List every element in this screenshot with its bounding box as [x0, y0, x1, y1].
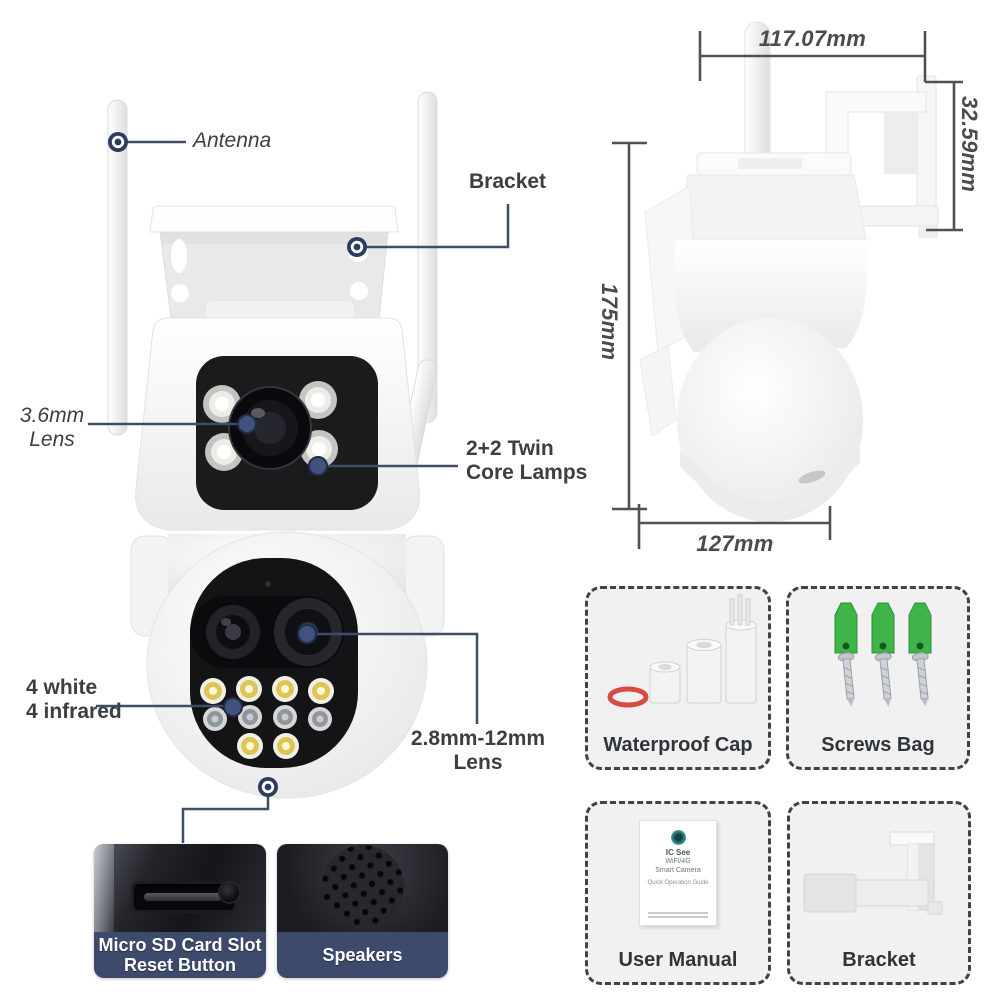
microphone-hole [265, 581, 271, 587]
white-led [236, 676, 262, 702]
white-infrared-label: 4 white 4 infrared [26, 676, 122, 723]
leds-callout-dot [223, 697, 243, 717]
sd-card-inset: Micro SD Card Slot Reset Button [94, 844, 266, 978]
accessory-user-manual: IC See WiFi/4G Smart Camera Quick Operat… [585, 801, 771, 985]
bracket-hole [171, 239, 187, 273]
white-lamp [299, 381, 337, 419]
front-camera-illustration [107, 91, 445, 799]
bracket-hole [350, 282, 368, 300]
screws-bag-label: Screws Bag [821, 734, 935, 756]
lens2812-callout-dot [297, 624, 317, 644]
mount-bracket [149, 205, 399, 335]
upper-camera-body [135, 317, 420, 531]
manual-fine-print [648, 912, 708, 918]
speakers-banner: Speakers [277, 932, 448, 978]
accessory-screws-bag: Screws Bag [786, 586, 970, 770]
callout-lines [88, 140, 510, 843]
user-manual-label: User Manual [618, 949, 738, 971]
bracket-hole [171, 284, 189, 302]
speaker-grille [321, 845, 404, 927]
waterproof-cap-illustration [607, 594, 757, 708]
white-led [272, 676, 298, 702]
sd-card-slot [134, 884, 234, 910]
dimension-bracket-height: 32.59mm [957, 96, 982, 193]
infrared-led [273, 705, 297, 729]
white-led [200, 678, 226, 704]
dimension-body-depth: 127mm [696, 531, 774, 556]
bracket-illustration [803, 831, 943, 915]
side-camera-illustration [639, 21, 939, 522]
speakers-photo [277, 844, 448, 932]
dimension-top-width: 117.07mm [758, 26, 867, 51]
bracket-label: Bracket [469, 170, 547, 193]
antenna-callout-dot [108, 132, 128, 152]
dimension-body-height: 175mm [597, 283, 622, 361]
fixed-lens-36mm [228, 386, 312, 470]
reset-button-hole [220, 883, 239, 902]
antenna-label: Antenna [193, 129, 272, 152]
accessory-bracket: Bracket [787, 801, 971, 985]
white-led [308, 678, 334, 704]
lens-36mm-label: 3.6mm Lens [19, 404, 85, 451]
sd-metal-edge [94, 844, 114, 932]
bracket-callout-line [366, 204, 510, 249]
sd-card-banner: Micro SD Card Slot Reset Button [94, 932, 266, 978]
white-led [273, 733, 299, 759]
screws-bag-illustration [834, 602, 932, 707]
white-led [237, 733, 263, 759]
twin-core-lamps-label: 2+2 Twin Core Lamps [466, 437, 588, 484]
lens2812-callout-line [314, 632, 479, 724]
infrared-led [203, 707, 227, 731]
dimension-lines [612, 31, 963, 549]
sdcard-callout-line [181, 797, 270, 843]
lamps-callout-dot [308, 456, 328, 476]
manual-logo-icon [670, 830, 686, 845]
lens36-callout-dot [237, 414, 257, 434]
side-camera-body [639, 152, 868, 522]
callout-dots [108, 132, 367, 797]
infrared-led [308, 707, 332, 731]
infrared-led [238, 705, 262, 729]
sdcard-callout-dot [258, 777, 278, 797]
accessory-waterproof-cap: Waterproof Cap [585, 586, 771, 770]
manual-booklet: IC See WiFi/4G Smart Camera Quick Operat… [639, 820, 717, 926]
zoom-lens-small [206, 605, 260, 659]
waterproof-cap-label: Waterproof Cap [603, 734, 753, 756]
antenna-left [107, 99, 128, 436]
bracket-callout-dot [347, 237, 367, 257]
speakers-inset: Speakers [277, 844, 448, 978]
lens-2812mm-label: 2.8mm-12mm Lens [410, 727, 546, 774]
bracket-accessory-label: Bracket [842, 949, 916, 971]
sd-card-photo [94, 844, 266, 932]
